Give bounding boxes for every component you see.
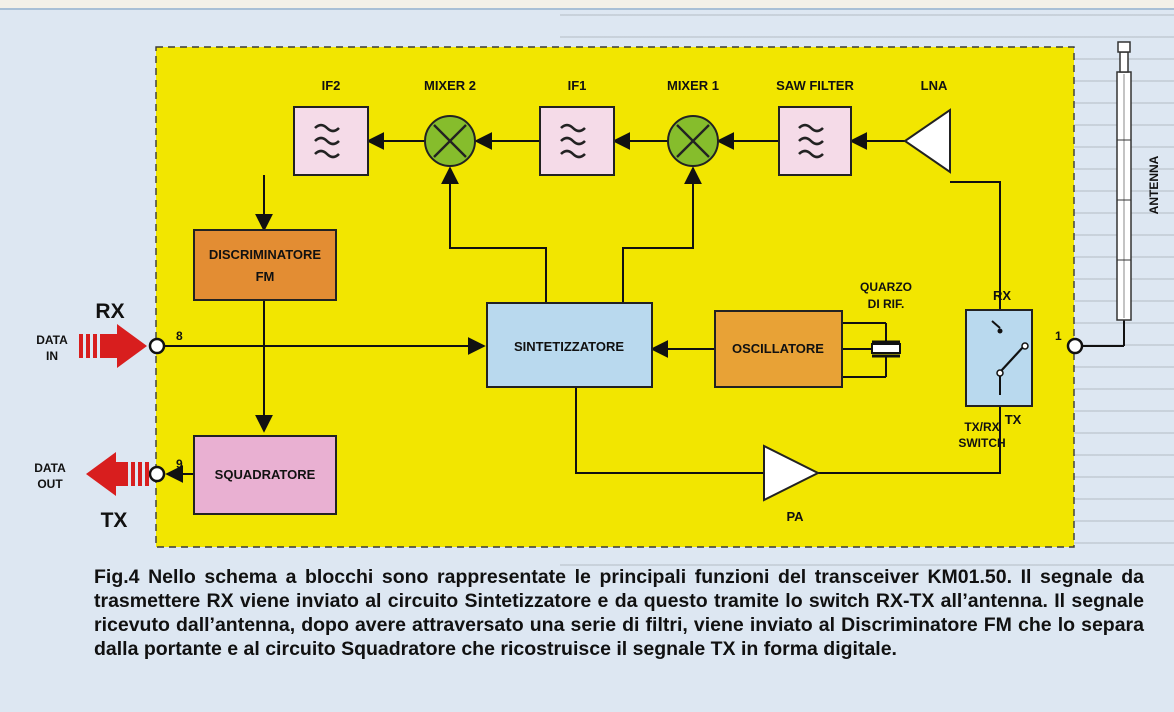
data-in-line1: DATA [36, 333, 68, 347]
if2-filter-block: IF2 [293, 78, 369, 176]
quarzo-label-line1: QUARZO [860, 280, 912, 294]
mixer-x-icon [676, 124, 710, 158]
sintetizzatore-label: SINTETIZZATORE [514, 339, 624, 354]
pin-out-label: 9 [176, 457, 183, 471]
discriminatore-label-line2: FM [256, 269, 275, 284]
switch-tx-label: TX [1005, 412, 1022, 427]
quarzo-crystal: QUARZO DI RIF. [860, 280, 912, 358]
arrow-right-icon [100, 324, 147, 368]
antenna: ANTENNA [1116, 41, 1161, 321]
amplifier-triangle-icon [763, 444, 821, 502]
switch-name-line1: TX/RX [964, 420, 999, 434]
figure-caption: Fig.4 Nello schema a blocchi sono rappre… [94, 566, 1144, 660]
pin-in-label: 8 [176, 329, 183, 343]
saw-filter-label: SAW FILTER [776, 78, 854, 93]
data-out-line2: OUT [37, 477, 63, 491]
mixer1-block: MIXER 1 [667, 78, 719, 167]
arrow-left-icon [86, 452, 128, 496]
if1-filter-block: IF1 [539, 78, 615, 176]
wire-pa-switch [818, 406, 1001, 474]
wire-synth-pa [575, 387, 764, 474]
mixer2-block: MIXER 2 [424, 78, 476, 167]
amplifier-triangle-icon [903, 108, 951, 174]
data-in-arrow [79, 324, 147, 368]
if2-label: IF2 [322, 78, 341, 93]
pa-amplifier-block: PA [763, 444, 821, 524]
discriminatore-fm-block: DISCRIMINATORE FM [193, 229, 337, 301]
sintetizzatore-block: SINTETIZZATORE [486, 302, 653, 388]
data-in-line2: IN [46, 349, 58, 363]
if1-label: IF1 [568, 78, 587, 93]
tx-rx-switch-block: RX TX TX/RX SWITCH [958, 288, 1033, 450]
pa-label: PA [786, 509, 804, 524]
switch-rx-label: RX [993, 288, 1011, 303]
quarzo-label-line2: DI RIF. [868, 297, 905, 311]
saw-filter-block: SAW FILTER [776, 78, 854, 176]
oscillatore-label: OSCILLATORE [732, 341, 824, 356]
switch-name-line2: SWITCH [958, 436, 1005, 450]
data-out-line1: DATA [34, 461, 66, 475]
pin-antenna-label: 1 [1055, 329, 1062, 343]
switch-lever-icon [1000, 345, 1025, 372]
tx-label: TX [101, 509, 128, 532]
oscillatore-block: OSCILLATORE [714, 310, 843, 388]
pin-1-connector [1066, 337, 1084, 355]
signal-wires [164, 132, 1125, 483]
data-out-arrow [86, 452, 149, 496]
mixer1-label: MIXER 1 [667, 78, 719, 93]
pin-connectors [148, 337, 1084, 483]
mixer2-label: MIXER 2 [424, 78, 476, 93]
squadratore-label: SQUADRATORE [215, 467, 316, 482]
discriminatore-label-line1: DISCRIMINATORE [209, 247, 322, 262]
antenna-label: ANTENNA [1147, 155, 1161, 214]
lna-amplifier-block: LNA [903, 78, 951, 174]
pin-8-connector [148, 337, 166, 355]
lna-label: LNA [921, 78, 948, 93]
pin-9-connector [148, 465, 166, 483]
wire-synth-mixer2 [441, 166, 547, 303]
crystal-body-icon [871, 343, 901, 354]
squadratore-block: SQUADRATORE [193, 435, 337, 515]
wire-synth-mixer1 [622, 166, 702, 303]
mixer-x-icon [433, 124, 467, 158]
rx-label: RX [95, 300, 124, 323]
